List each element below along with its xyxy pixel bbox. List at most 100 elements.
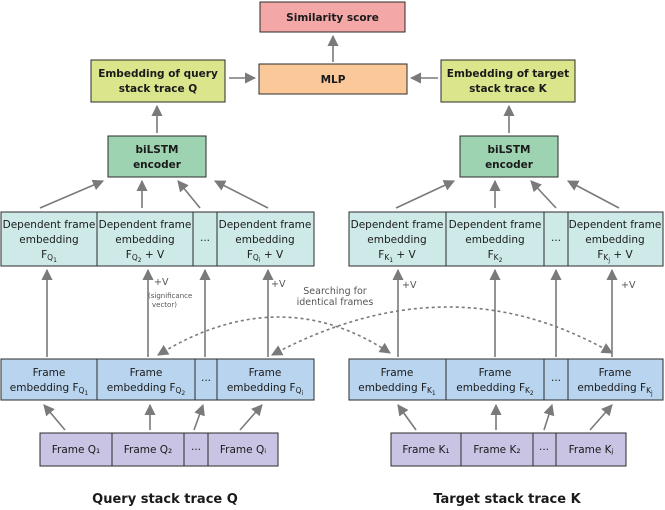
query-caption: Query stack trace Q	[92, 492, 238, 507]
query-dependent-box-i	[216, 211, 315, 267]
query-embedding-box	[90, 59, 226, 103]
target-encoder-line1: biLSTM	[488, 144, 531, 156]
target-fej-line1: Frame	[599, 367, 632, 379]
query-encoder-box	[107, 135, 207, 178]
query-fe1-line2: embedding FQ1	[10, 382, 89, 397]
query-dep1-line2: embedding	[19, 234, 78, 246]
arrow-query-framedots-to-fedots	[193, 403, 205, 431]
target-dep2-line1: Dependent frame	[449, 219, 542, 231]
target-caption: Target stack trace K	[433, 492, 581, 507]
search-arc-q2-k1	[157, 316, 391, 356]
query-frame-box-i	[207, 432, 279, 467]
target-fe1-line1: Frame	[381, 367, 414, 379]
query-frame-row: Frame Q₁ Frame Q₂ ··· Frame Qᵢ	[39, 432, 279, 467]
query-frame-embedding-box-2	[96, 358, 196, 401]
query-dependent-box-1	[0, 211, 98, 267]
target-dep1-formula: FK1 + V	[378, 249, 416, 264]
query-encoder-line2: encoder	[133, 159, 182, 171]
target-dependent-box-j	[567, 211, 664, 267]
target-fe2-line2: embedding FK2	[456, 382, 534, 397]
query-plus-v-2: +V	[271, 279, 286, 290]
search-note-line2: identical frames	[297, 297, 374, 308]
target-frame-ellipsis: ···	[539, 444, 549, 456]
target-embedding-line1: Embedding of target	[447, 68, 569, 80]
target-frame-row: Frame K₁ Frame K₂ ··· Frame Kⱼ	[390, 432, 627, 467]
mlp-box	[258, 63, 408, 95]
query-frame-box-2	[111, 432, 185, 467]
target-dependent-row: Dependent frame embedding FK1 + V Depend…	[348, 211, 664, 267]
arrow-query-frame1-to-fe1	[43, 404, 66, 431]
target-dependent-box-2	[445, 211, 545, 267]
target-frame-1-label: Frame K₁	[402, 444, 449, 456]
target-embedding-box	[440, 59, 576, 103]
target-frame-embedding-box-dots	[543, 358, 569, 401]
query-fei-line1: Frame	[249, 367, 282, 379]
query-plus-v-1: +V	[154, 277, 169, 288]
target-depj-line1: Dependent frame	[569, 219, 662, 231]
target-frame-2-label: Frame K₂	[473, 444, 520, 456]
query-frame-embedding-row: Frame embedding FQ1 Frame embedding FQ2 …	[0, 358, 315, 401]
mlp-label: MLP	[321, 74, 346, 86]
target-frame-j-label: Frame Kⱼ	[569, 444, 614, 456]
target-dep1-line2: embedding	[367, 234, 426, 246]
query-dep2-formula: FQ2 + V	[126, 249, 165, 264]
target-frame-embedding-row: Frame embedding FK1 Frame embedding FK2 …	[348, 358, 664, 401]
query-depi-line2: embedding	[235, 234, 294, 246]
query-frame-ellipsis: ···	[191, 444, 201, 456]
query-dep-ellipsis: ···	[200, 235, 210, 247]
target-plus-v-1: +V	[402, 280, 417, 291]
query-frame-box-1	[39, 432, 113, 467]
query-fe2-line1: Frame	[130, 367, 163, 379]
query-frame-2-label: Frame Q₂	[124, 444, 173, 456]
query-dep1-line1: Dependent frame	[3, 219, 96, 231]
target-dep2-formula: FK2	[488, 249, 503, 264]
arrow-query-depi-to-encoder	[214, 180, 269, 209]
target-fe2-line1: Frame	[479, 367, 512, 379]
arrow-query-dots-to-encoder	[177, 180, 201, 209]
query-dep2-line1: Dependent frame	[99, 219, 192, 231]
target-embedding-line2: stack trace K	[469, 83, 548, 95]
arrow-target-framedots-to-fedots	[543, 403, 555, 431]
query-dependent-row: Dependent frame embedding FQ1 Dependent …	[0, 211, 315, 267]
target-frame-embedding-box-2	[445, 358, 545, 401]
query-fe-ellipsis: ···	[201, 375, 211, 387]
query-dependent-box-2	[96, 211, 194, 267]
search-note-line1: Searching for	[303, 286, 367, 297]
query-dependent-box-dots	[192, 211, 218, 267]
query-frame-1-label: Frame Q₁	[52, 444, 101, 456]
query-encoder-line1: biLSTM	[136, 144, 179, 156]
target-depj-line2: embedding	[585, 234, 644, 246]
target-frame-embedding-box-1	[348, 358, 447, 401]
significance-line1: (significance	[148, 292, 192, 300]
search-arc-qi-kj	[271, 306, 613, 356]
flow-arrows	[39, 34, 620, 431]
query-depi-line1: Dependent frame	[219, 219, 312, 231]
target-fe1-line2: embedding FK1	[358, 382, 436, 397]
target-frame-box-1	[390, 432, 462, 467]
query-fe2-line2: embedding FQ2	[107, 382, 186, 397]
target-dep-ellipsis: ···	[551, 235, 561, 247]
query-dep1-formula: FQ1	[41, 249, 57, 264]
target-fej-line2: embedding FKj	[577, 382, 653, 397]
target-dep2-line2: embedding	[465, 234, 524, 246]
arrow-target-frame1-to-fe1	[397, 404, 417, 431]
significance-line2: vector)	[152, 301, 177, 309]
arrow-query-framei-to-fei	[239, 404, 263, 431]
arrow-target-framej-to-fej	[589, 404, 613, 431]
query-fe1-line1: Frame	[33, 367, 66, 379]
query-frame-embedding-box-i	[216, 358, 315, 401]
target-dependent-box-dots	[543, 211, 569, 267]
arrow-target-depj-to-encoder	[567, 180, 620, 209]
query-embedding-line1: Embedding of query	[98, 68, 218, 80]
target-frame-box-j	[555, 432, 627, 467]
arrow-query-dep1-to-encoder	[39, 179, 105, 209]
similarity-score-label: Similarity score	[286, 12, 379, 24]
target-depj-formula: FKj + V	[597, 249, 633, 264]
target-fe-ellipsis: ···	[551, 375, 561, 387]
query-embedding-line2: stack trace Q	[119, 83, 198, 95]
target-frame-embedding-box-j	[567, 358, 664, 401]
similarity-score-box	[259, 1, 406, 33]
arrow-target-dep1-to-encoder	[395, 180, 456, 209]
query-fei-line2: embedding FQi	[227, 382, 304, 397]
target-plus-v-2: +V	[621, 280, 636, 291]
